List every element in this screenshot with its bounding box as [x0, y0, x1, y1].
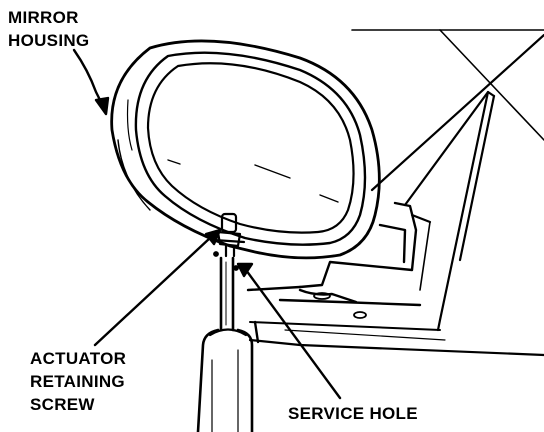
- service-hole-label-text: SERVICE HOLE: [288, 404, 418, 423]
- mirror-housing-label: MIRROR HOUSING: [8, 6, 89, 52]
- leader-lines: [72, 48, 342, 400]
- mirror-housing-shape: [110, 39, 381, 260]
- actuator-screw-label-line3: SCREW: [30, 395, 95, 414]
- screwdriver: [196, 256, 254, 432]
- mirror-housing-label-line2: HOUSING: [8, 31, 90, 50]
- actuator-screw-label: ACTUATOR RETAINING SCREW: [30, 347, 126, 416]
- actuator-screw-label-line2: RETAINING: [30, 372, 125, 391]
- service-hole-label: SERVICE HOLE: [288, 402, 418, 425]
- actuator-screw-label-line1: ACTUATOR: [30, 349, 127, 368]
- mirror-base: [246, 201, 544, 357]
- door-frame: [351, 29, 544, 332]
- mirror-housing-label-line1: MIRROR: [8, 8, 79, 27]
